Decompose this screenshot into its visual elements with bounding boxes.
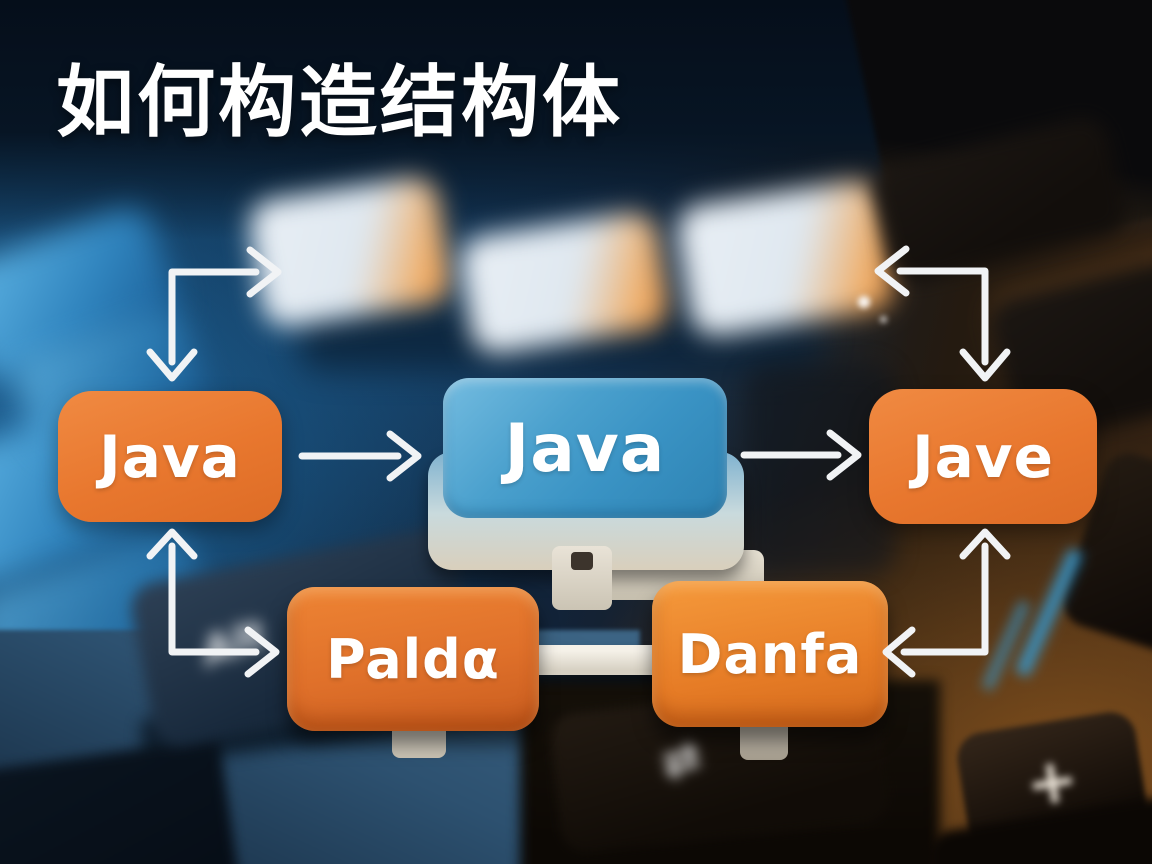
node-jave-right: Jave bbox=[869, 389, 1097, 524]
node-java-left-label: Java bbox=[99, 422, 241, 491]
bg-bokeh-speck bbox=[858, 296, 870, 308]
node-danfa-label: Danfa bbox=[677, 622, 863, 686]
node-danfa: Danfa bbox=[652, 581, 888, 727]
page-title: 如何构造结构体 bbox=[56, 58, 624, 148]
stem-notch bbox=[571, 552, 593, 570]
palda-danfa-connector-rod bbox=[524, 645, 668, 675]
edge-top-right-arrow bbox=[874, 245, 1011, 382]
node-palda-label: Paldα bbox=[326, 627, 500, 691]
edge-bottom-right-arrow bbox=[882, 528, 1011, 678]
node-jave-right-label: Jave bbox=[912, 422, 1054, 491]
node-java-center: Java bbox=[443, 378, 727, 518]
bg-bokeh-speck bbox=[880, 316, 887, 323]
edge-left-center-arrow bbox=[298, 430, 422, 482]
edge-bottom-left-arrow bbox=[146, 528, 280, 678]
blue-keycap-stem bbox=[552, 546, 612, 610]
node-java-left: Java bbox=[58, 391, 282, 522]
node-java-center-label: Java bbox=[504, 409, 666, 487]
node-palda: Paldα bbox=[287, 587, 539, 731]
edge-top-left-arrow bbox=[146, 246, 282, 382]
edge-center-right-arrow bbox=[740, 429, 862, 481]
